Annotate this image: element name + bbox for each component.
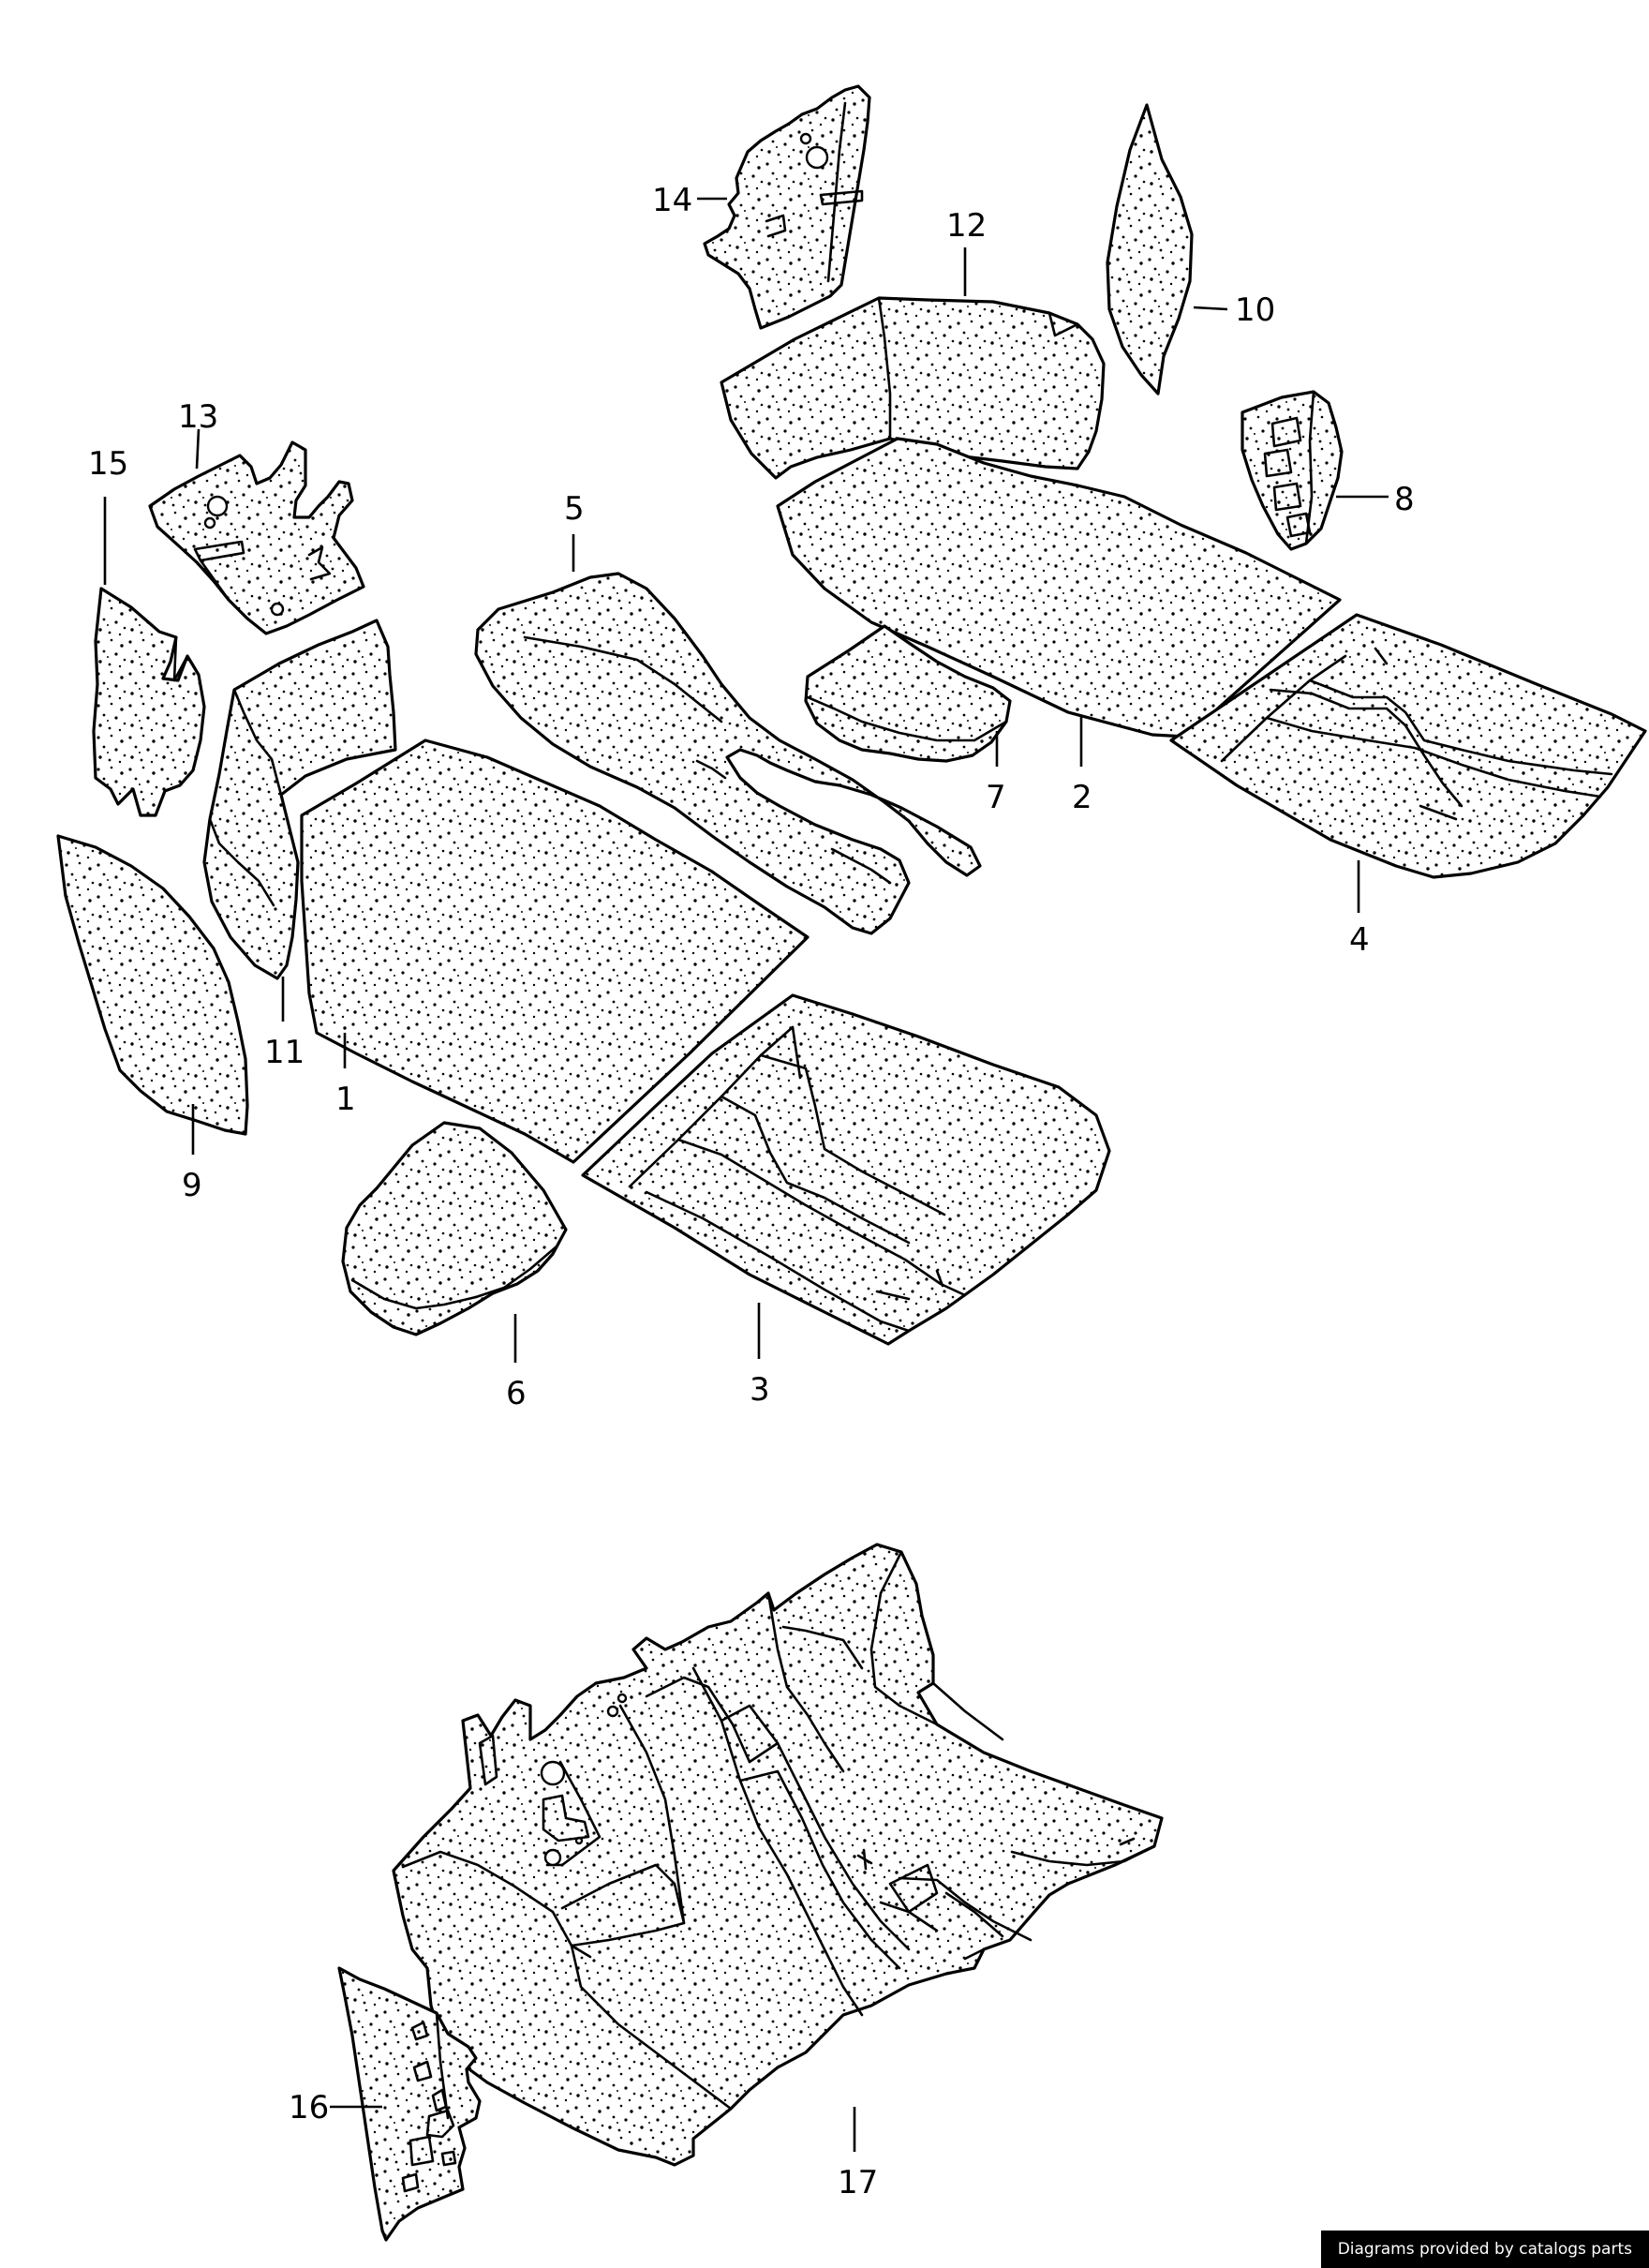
part-12[interactable] [720, 296, 1106, 480]
callout-16: 16 [289, 2089, 329, 2126]
callout-10: 10 [1235, 291, 1275, 329]
callout-9: 9 [182, 1167, 202, 1204]
callout-7: 7 [986, 779, 1006, 816]
part-4[interactable] [1169, 613, 1647, 879]
callout-3: 3 [750, 1371, 770, 1409]
part-11[interactable] [202, 619, 397, 980]
callout-13: 13 [178, 398, 218, 436]
callout-2: 2 [1072, 779, 1092, 816]
part-7[interactable] [804, 624, 1012, 763]
part-10[interactable] [1106, 103, 1194, 395]
part-16[interactable] [337, 1966, 482, 2242]
credit-label: Diagrams provided by catalogs parts [1320, 2231, 1649, 2268]
callout-6: 6 [506, 1375, 527, 1412]
part-3[interactable] [581, 993, 1111, 1346]
callout-4: 4 [1349, 921, 1370, 959]
part-6[interactable] [341, 1121, 568, 1336]
part-14[interactable] [703, 84, 871, 330]
callout-14: 14 [652, 182, 692, 219]
leader-lines [103, 197, 1389, 2152]
part-15[interactable] [92, 587, 206, 817]
callout-5: 5 [564, 490, 585, 528]
part-8[interactable] [1240, 390, 1344, 551]
part-1[interactable] [300, 739, 810, 1164]
part-17[interactable] [392, 1543, 1164, 2167]
part-9[interactable] [56, 834, 249, 1136]
callout-8: 8 [1394, 481, 1415, 518]
part-5[interactable] [474, 572, 982, 935]
callout-numbers: 14 12 10 8 13 15 5 7 2 4 11 1 9 6 3 16 1… [88, 182, 1415, 2201]
callout-1: 1 [335, 1081, 356, 1118]
callout-11: 11 [264, 1034, 305, 1071]
callout-17: 17 [838, 2164, 878, 2201]
part-13[interactable] [148, 440, 365, 635]
callout-15: 15 [88, 445, 128, 483]
callout-12: 12 [946, 207, 987, 245]
